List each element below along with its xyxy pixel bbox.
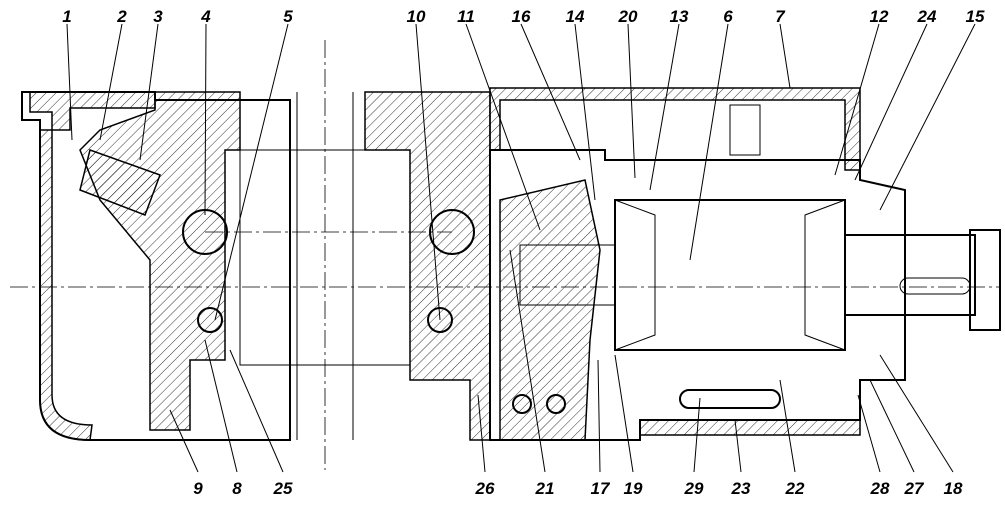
part-label: 29 <box>684 479 704 498</box>
bearing-8 <box>197 307 223 333</box>
part-label: 5 <box>283 7 293 26</box>
part-label: 7 <box>775 7 786 26</box>
part-label: 14 <box>566 7 585 26</box>
part-label: 16 <box>512 7 531 26</box>
part-label: 21 <box>535 479 555 498</box>
part-label: 13 <box>670 7 689 26</box>
part-label: 19 <box>624 479 643 498</box>
part-label: 11 <box>457 7 475 26</box>
part-label: 28 <box>870 479 890 498</box>
part-label: 26 <box>475 479 495 498</box>
part-label: 23 <box>731 479 751 498</box>
part-label: 18 <box>944 479 963 498</box>
part-label: 15 <box>966 7 985 26</box>
part-label: 27 <box>904 479 925 498</box>
shaft-6 <box>614 199 846 351</box>
part-label: 17 <box>591 479 611 498</box>
part-label: 12 <box>870 7 889 26</box>
part-label: 20 <box>618 7 638 26</box>
part-label: 10 <box>407 7 426 26</box>
leader-lines <box>66 23 976 473</box>
central-shaft-section <box>239 91 491 441</box>
part-label: 8 <box>232 479 242 498</box>
part-label: 2 <box>116 7 127 26</box>
part-label: 24 <box>917 7 937 26</box>
part-label: 4 <box>200 7 211 26</box>
part-label: 9 <box>193 479 203 498</box>
part-label: 25 <box>273 479 293 498</box>
top-part-labels: 1 2 3 4 5 10 11 16 14 20 13 6 7 12 24 15 <box>62 7 985 26</box>
right-housing <box>489 87 1001 441</box>
left-housing <box>21 91 291 441</box>
part-label: 6 <box>723 7 733 26</box>
part-label: 22 <box>785 479 805 498</box>
part-label: 3 <box>153 7 163 26</box>
bottom-part-labels: 9 8 25 26 21 17 19 29 23 22 28 27 18 <box>193 479 963 498</box>
part-label: 1 <box>62 7 71 26</box>
